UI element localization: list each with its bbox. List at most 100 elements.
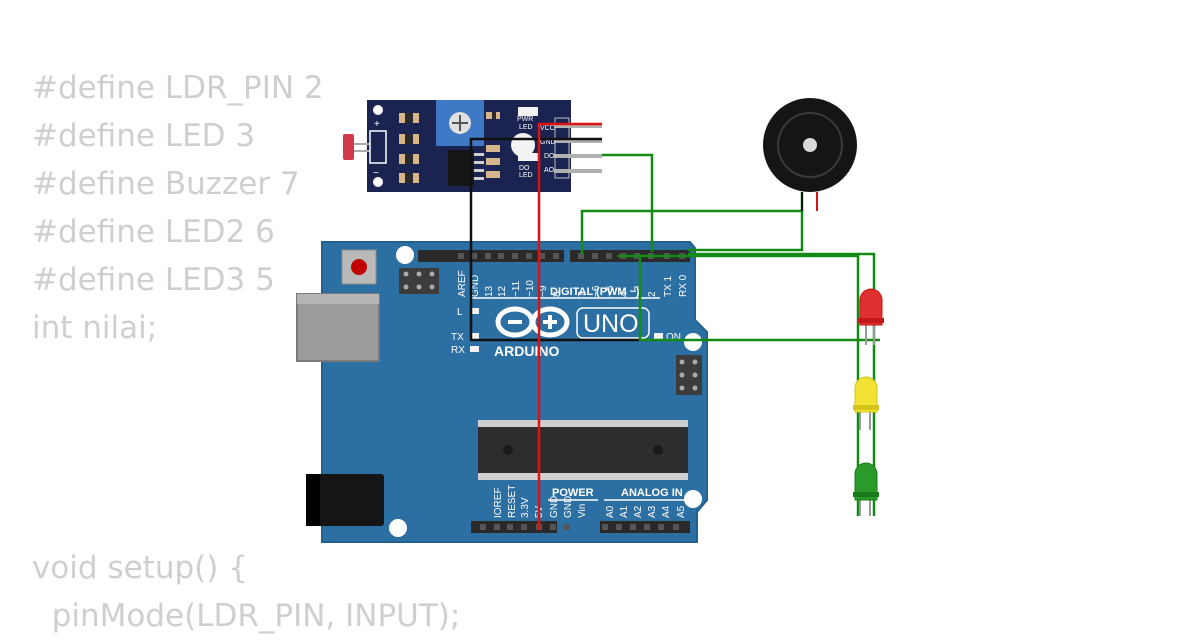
power-pin-label-6: Vin — [577, 504, 588, 518]
digital-pin-label-6: ~9 — [538, 285, 549, 297]
digital-pin-label-2: 13 — [484, 285, 495, 297]
power-pin-label-4: GND — [549, 496, 560, 518]
digital-pin-label-8: 7 — [577, 291, 588, 297]
digital-pin-label-11: 4 — [619, 291, 630, 297]
led-on-label: ON — [666, 332, 681, 343]
analog-pin-0[interactable] — [602, 524, 608, 530]
digital-pin-4[interactable] — [512, 253, 518, 259]
led-tx-label: TX — [451, 332, 464, 343]
digital-pin-1[interactable] — [471, 253, 477, 259]
power-pin-3[interactable] — [521, 524, 527, 530]
photoresistor — [343, 130, 387, 164]
ldr-pin-do: DO — [544, 153, 555, 160]
reset-button[interactable] — [341, 249, 377, 285]
ldr-pin-ao: AO — [544, 167, 555, 174]
digital-pin-9[interactable] — [592, 253, 598, 259]
digital-pin-8[interactable] — [578, 253, 584, 259]
code-line-4: #define LED2 6 — [32, 214, 275, 250]
digital-pin-3[interactable] — [498, 253, 504, 259]
power-pin-5[interactable] — [550, 524, 556, 530]
digital-pin-label-1: GND — [470, 275, 481, 297]
digital-pin-label-15: RX 0 — [678, 274, 689, 297]
digital-header-label: DIGITAL (PWM ~) — [550, 286, 640, 298]
pwr-led-label-2: LED — [519, 124, 533, 131]
usb-connector — [296, 293, 380, 362]
code-line-pinmode: pinMode(LDR_PIN, INPUT); — [32, 598, 461, 634]
led-l — [470, 308, 479, 314]
code-line-3: #define Buzzer 7 — [32, 166, 300, 202]
power-pin-label-2: 3.3V — [520, 497, 531, 518]
analog-pin-label-2: A2 — [633, 505, 644, 518]
digital-pin-7[interactable] — [553, 253, 559, 259]
led-yellow[interactable] — [853, 376, 879, 430]
wire-gnd-black — [469, 137, 642, 342]
analog-pin-label-5: A5 — [676, 505, 687, 518]
wire-do-green — [602, 153, 654, 252]
analog-pin-4[interactable] — [658, 524, 664, 530]
power-pin-label-1: RESET — [507, 485, 518, 518]
ldr-pin-vcc: VCC — [540, 125, 555, 132]
analog-pin-label-4: A4 — [661, 505, 672, 518]
analog-pin-label-0: A0 — [605, 505, 616, 518]
digital-pin-5[interactable] — [526, 253, 532, 259]
code-line-setup: void setup() { — [32, 550, 248, 586]
digital-pin-2[interactable] — [485, 253, 491, 259]
digital-pin-label-4: ~11 — [511, 280, 522, 297]
power-pin-0[interactable] — [480, 524, 486, 530]
digital-pin-10[interactable] — [606, 253, 612, 259]
do-led-label-1: DO — [519, 165, 530, 172]
digital-pin-label-9: ~6 — [591, 285, 602, 297]
power-pin-2[interactable] — [507, 524, 513, 530]
arduino-wordmark: ARDUINO — [494, 343, 559, 359]
digital-pin-label-3: 12 — [497, 285, 508, 297]
led-rx — [470, 346, 479, 352]
code-line-5: #define LED3 5 — [32, 262, 275, 298]
uno-badge — [576, 307, 650, 339]
icsp-header-top — [399, 268, 439, 294]
analog-pin-3[interactable] — [644, 524, 650, 530]
code-line-1: #define LDR_PIN 2 — [32, 70, 324, 106]
code-line-2: #define LED 3 — [32, 118, 256, 154]
analog-pin-2[interactable] — [630, 524, 636, 530]
digital-pin-label-7: 8 — [552, 291, 563, 297]
analog-pin-label-3: A3 — [647, 505, 658, 518]
digital-pin-label-0: AREF — [457, 270, 468, 297]
code-line-6: int nilai; — [32, 310, 158, 346]
ldr-plus-label: + — [374, 119, 380, 130]
analog-pin-5[interactable] — [673, 524, 679, 530]
led-red[interactable] — [858, 288, 884, 345]
ldr-pin-gnd: GND — [540, 139, 556, 146]
analog-pin-1[interactable] — [616, 524, 622, 530]
ldr-sensor-module[interactable] — [367, 100, 602, 192]
ldr-minus-label: − — [373, 168, 379, 179]
digital-pin-6[interactable] — [539, 253, 545, 259]
led-on — [654, 333, 663, 339]
power-header-label: POWER — [552, 487, 594, 499]
power-pin-label-5: GND — [563, 496, 574, 518]
wire-vcc-red — [537, 122, 602, 530]
digital-pin-label-14: TX 1 — [663, 275, 674, 297]
digital-pin-label-5: ~10 — [525, 280, 536, 297]
power-pin-1[interactable] — [494, 524, 500, 530]
power-pin-6[interactable] — [564, 524, 570, 530]
pwr-led-label-1: PWR — [517, 116, 533, 123]
digital-pin-0[interactable] — [458, 253, 464, 259]
led-l-label: L — [457, 307, 463, 318]
analog-header-label: ANALOG IN — [621, 487, 683, 499]
icsp-header-right — [676, 355, 702, 395]
digital-pin-label-12: ~3 — [633, 285, 644, 297]
piezo-buzzer[interactable] — [763, 98, 857, 192]
wire-gnd-bus-green — [617, 211, 880, 516]
digital-pin-label-10: ~5 — [605, 285, 616, 297]
led-green[interactable] — [853, 462, 879, 516]
digital-pin-label-13: 2 — [647, 291, 658, 297]
do-led-label-2: LED — [519, 172, 533, 179]
led-tx — [470, 333, 479, 339]
power-jack — [306, 474, 384, 526]
board-model: UNO — [583, 310, 639, 338]
led-rx-label: RX — [451, 345, 465, 356]
analog-pin-label-1: A1 — [619, 505, 630, 518]
arduino-logo — [495, 306, 570, 338]
